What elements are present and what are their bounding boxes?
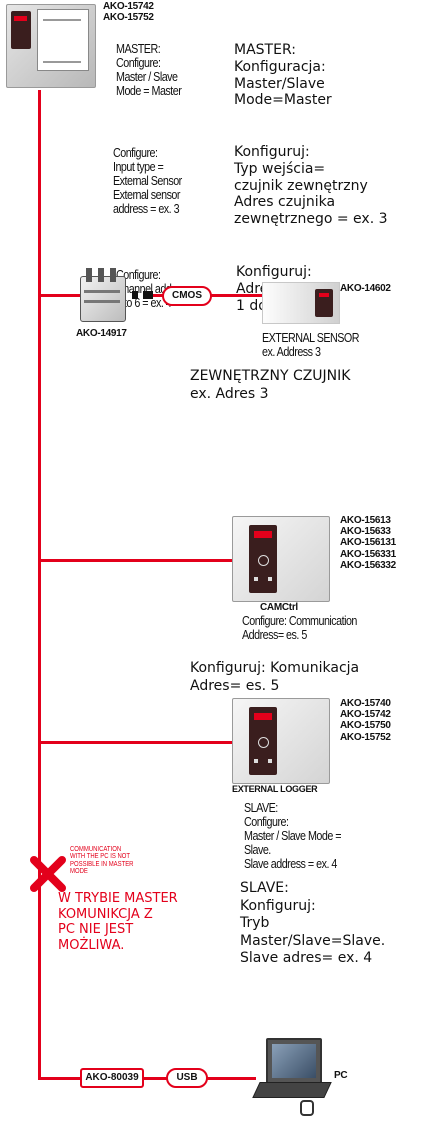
bus-branch-camctrl [38,559,232,562]
logger-image [232,698,330,784]
red-cross-icon [30,856,66,892]
input-note-en: Configure: Input type = External Sensor … [113,146,182,216]
external-sensor-label-en: EXTERNAL SENSOR ex. Address 3 [262,331,359,359]
pc-icon [256,1036,332,1116]
camctrl-display [249,525,277,593]
cmos-connector-label: CMOS [162,286,212,306]
external-sensor-image [262,282,340,324]
master-mount-lines [43,19,81,63]
pc-label: PC [334,1070,347,1081]
external-sensor-code: AKO-14602 [340,283,391,294]
master-display [11,11,31,49]
converter-code: AKO-14917 [76,328,127,339]
camctrl-image [232,516,330,602]
converter-module-image [80,268,126,324]
logger-display [249,707,277,775]
external-sensor-label-pl: ZEWNĘTRZNY CZUJNIK ex. Adres 3 [190,368,350,403]
input-note-pl: Konfiguruj: Typ wejścia= czujnik zewnętr… [234,144,388,228]
logger-label-pl: SLAVE: Konfiguruj: Tryb Master/Slave=Sla… [240,880,385,968]
master-note-pl: MASTER: Konfiguracja: Master/Slave Mode=… [234,42,332,109]
logger-codes: AKO-15740 AKO-15742 AKO-15750 AKO-15752 [340,698,391,743]
camctrl-label-en: Configure: Communication Address= es. 5 [242,614,357,642]
warning-note-en: COMMUNICATION WITH THE PC IS NOT POSSIBL… [70,846,133,875]
sensor-plug-icon [132,291,138,299]
logger-label-en: SLAVE: Configure: Master / Slave Mode = … [244,801,341,871]
bus-branch-logger [38,741,232,744]
usb-converter-label: AKO-80039 [80,1068,144,1088]
master-controller-image [6,4,96,88]
main-bus-wire [38,90,41,1080]
bus-branch-sensor [38,294,80,297]
camctrl-label-pl: Konfiguruj: Komunikacja Adres= es. 5 [190,660,359,695]
sensor-plug-icon-2 [143,291,153,299]
master-note-en: MASTER: Configure: Master / Slave Mode =… [116,42,181,98]
logger-name: EXTERNAL LOGGER [232,784,317,794]
bus-branch-pc [38,1077,86,1080]
camctrl-name: CAMCtrl [260,602,298,613]
warning-note-pl: W TRYBIE MASTER KOMUNIKCJA Z PC NIE JEST… [58,891,178,953]
master-codes: AKO-15742 AKO-15752 [103,1,154,23]
camctrl-codes: AKO-15613 AKO-15633 AKO-156131 AKO-15633… [340,515,396,571]
external-sensor-display [315,289,333,317]
usb-connector-label: USB [166,1068,208,1088]
